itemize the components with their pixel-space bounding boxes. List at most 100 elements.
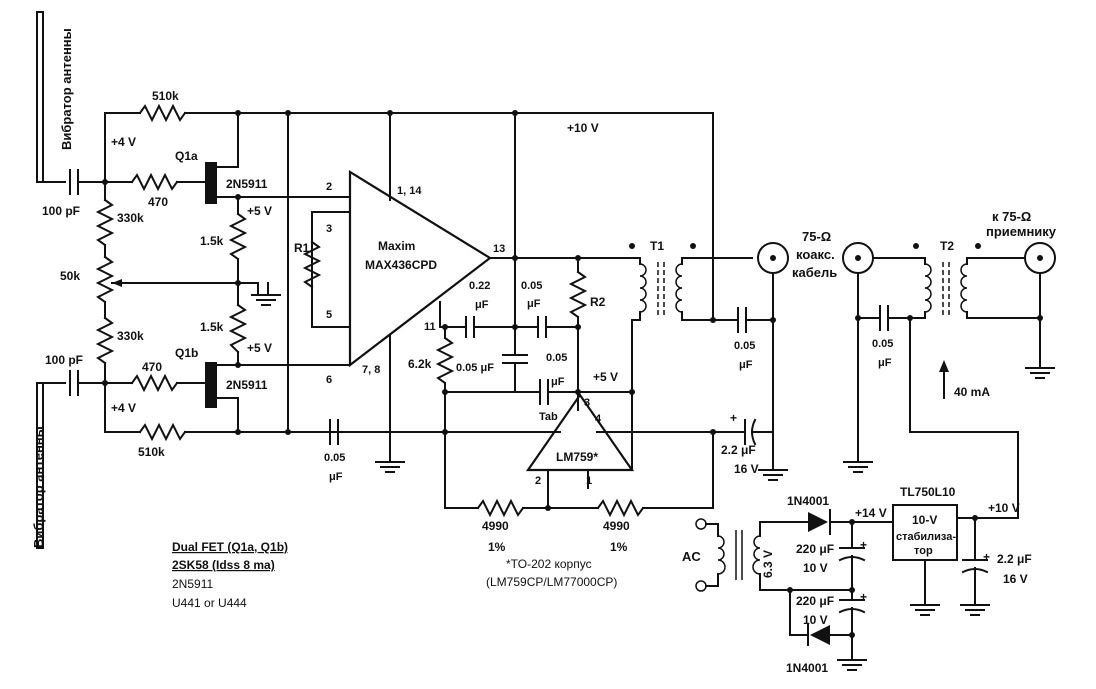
fet-note-2: 2N5911 — [172, 577, 213, 591]
svg-text:+: + — [983, 550, 990, 564]
cap-220a-v: 10 V — [803, 561, 828, 575]
voltage-10v-reg: +10 V — [988, 501, 1020, 515]
cap-2-2uf-right-label: 2.2 μF — [997, 552, 1032, 566]
antenna-top-label: Вибратор антенны — [59, 28, 74, 150]
capacitor-100pf-top — [69, 169, 106, 195]
cap-220a-label: 220 μF — [796, 542, 834, 556]
pin-5: 5 — [326, 309, 332, 321]
opamp-max436 — [287, 112, 641, 463]
r-470-top-label: 470 — [148, 195, 168, 209]
pot-50k-label: 50k — [60, 269, 80, 283]
pin-6: 6 — [326, 374, 332, 386]
resistors-4990 — [444, 429, 716, 518]
lm-pin-4: 4 — [595, 413, 602, 425]
fet-note-3: U441 or U444 — [172, 596, 247, 610]
resistor-470-top — [104, 172, 206, 192]
q1b-part-label: 2N5911 — [226, 378, 268, 392]
r-6-2k-label: 6.2k — [408, 357, 432, 371]
pin-3: 3 — [326, 223, 332, 235]
ground-symbol-left-cap — [758, 469, 788, 481]
fet-q1a — [205, 112, 289, 215]
r-1-5k-bottom-label: 1.5k — [200, 320, 224, 334]
resistor-470-bottom — [104, 373, 206, 393]
resistor-510k-top — [104, 103, 714, 123]
lm-pin-2: 2 — [535, 475, 541, 487]
fet-note-1: 2SK58 (Idss 8 ma) — [172, 558, 275, 572]
cap-100pf-top-label: 100 pF — [42, 204, 80, 218]
ground-symbol-right-coax — [843, 461, 873, 473]
transformer-6-3v-label: 6.3 V — [761, 550, 775, 578]
transformer-t1 — [629, 243, 753, 323]
opamp-part: MAX436CPD — [365, 258, 437, 272]
r1-label: R1 — [294, 241, 310, 255]
lm-pin-3: 3 — [584, 397, 590, 409]
cap-005-bottom-unit: μF — [329, 471, 343, 483]
pin11-network — [435, 255, 579, 509]
pin-1-14: 1, 14 — [397, 185, 422, 197]
ground-symbol-pot — [251, 282, 281, 306]
cap-005b-label: 0.05 μF — [456, 362, 494, 374]
regulator-part-label: TL750L10 — [900, 485, 956, 499]
capacitor-005-out — [737, 307, 776, 333]
pin-11: 11 — [424, 321, 436, 333]
r-4990b-tol: 1% — [610, 540, 628, 554]
lm-pin-1: 1 — [586, 475, 592, 487]
current-label: 40 mA — [954, 385, 990, 399]
capacitor-005-bottom — [329, 419, 339, 445]
pin-2: 2 — [326, 181, 332, 193]
cap-2-2uf-left-label: 2.2 μF — [721, 443, 756, 457]
q1b-label: Q1b — [175, 346, 198, 360]
cap-005-t2-unit: μF — [878, 357, 892, 369]
r-510k-top-label: 510k — [152, 89, 179, 103]
q1a-part-label: 2N5911 — [226, 177, 268, 191]
regulator-tl750l10: + — [892, 504, 1019, 606]
r-330k-top-label: 330k — [117, 211, 144, 225]
voltage-4v-top: +4 V — [111, 135, 136, 149]
resistor-510k-bottom — [104, 422, 331, 442]
resistor-1-5k-top — [228, 212, 248, 354]
cap-220b-label: 220 μF — [796, 594, 834, 608]
resistor-r2 — [568, 255, 588, 393]
opamp-lm759 — [329, 319, 746, 509]
t2-label: T2 — [940, 239, 954, 253]
bias-chain — [95, 112, 259, 433]
r-330k-bottom-label: 330k — [117, 329, 144, 343]
voltage-5v-bottom: +5 V — [247, 341, 272, 355]
regulator-line1: 10-V — [912, 513, 937, 527]
cap-005c-unit: μF — [551, 376, 565, 388]
cap-005-out-label: 0.05 — [734, 340, 755, 352]
coax-label-3: кабель — [792, 265, 837, 280]
svg-text:+: + — [860, 590, 867, 604]
cap-005a-label: 0.05 — [521, 280, 542, 292]
regulator-line2: стабилиза- — [896, 531, 956, 543]
r-4990a-tol: 1% — [488, 540, 506, 554]
fet-notes: Dual FET (Q1a, Q1b) 2SK58 (Idss 8 ma) 2N… — [172, 540, 288, 610]
ground-symbol-regulator — [910, 604, 940, 616]
cap-005-out-unit: μF — [739, 359, 753, 371]
voltage-4v-bottom: +4 V — [111, 401, 136, 415]
cap-005c-label: 0.05 — [546, 352, 567, 364]
r-4990b-label: 4990 — [603, 519, 630, 533]
r-470-bottom-label: 470 — [142, 360, 162, 374]
opamp-name: Maxim — [378, 239, 415, 253]
fet-note-title: Dual FET (Q1a, Q1b) — [172, 540, 288, 554]
voltage-10v-rail: +10 V — [567, 121, 599, 135]
voltage-5v-lm: +5 V — [593, 370, 618, 384]
cap-005-bottom-label: 0.05 — [324, 452, 345, 464]
package-notes: *TO-202 корпус (LM759CP/LM77000CP) — [486, 557, 617, 589]
pin-7-8: 7, 8 — [362, 364, 380, 376]
ground-symbol-psu — [837, 659, 867, 671]
r2-label: R2 — [590, 295, 606, 309]
q1a-label: Q1a — [175, 149, 198, 163]
coax-label-1: 75-Ω — [802, 229, 831, 244]
fet-q1b — [205, 351, 351, 433]
capacitor-2-2uf-left: + — [730, 319, 774, 471]
regulator-line3: тор — [914, 545, 933, 557]
cap-2-2uf-right-v: 16 V — [1003, 572, 1028, 586]
package-note-2: (LM759CP/LM77000CP) — [486, 575, 617, 589]
transformer-t2 — [913, 243, 1041, 319]
cap-005-t2-label: 0.05 — [872, 338, 893, 350]
tab-label: Tab — [539, 411, 558, 423]
package-note-1: *TO-202 корпус — [506, 557, 592, 571]
antenna-bottom: Вибратор антенны — [31, 382, 66, 549]
